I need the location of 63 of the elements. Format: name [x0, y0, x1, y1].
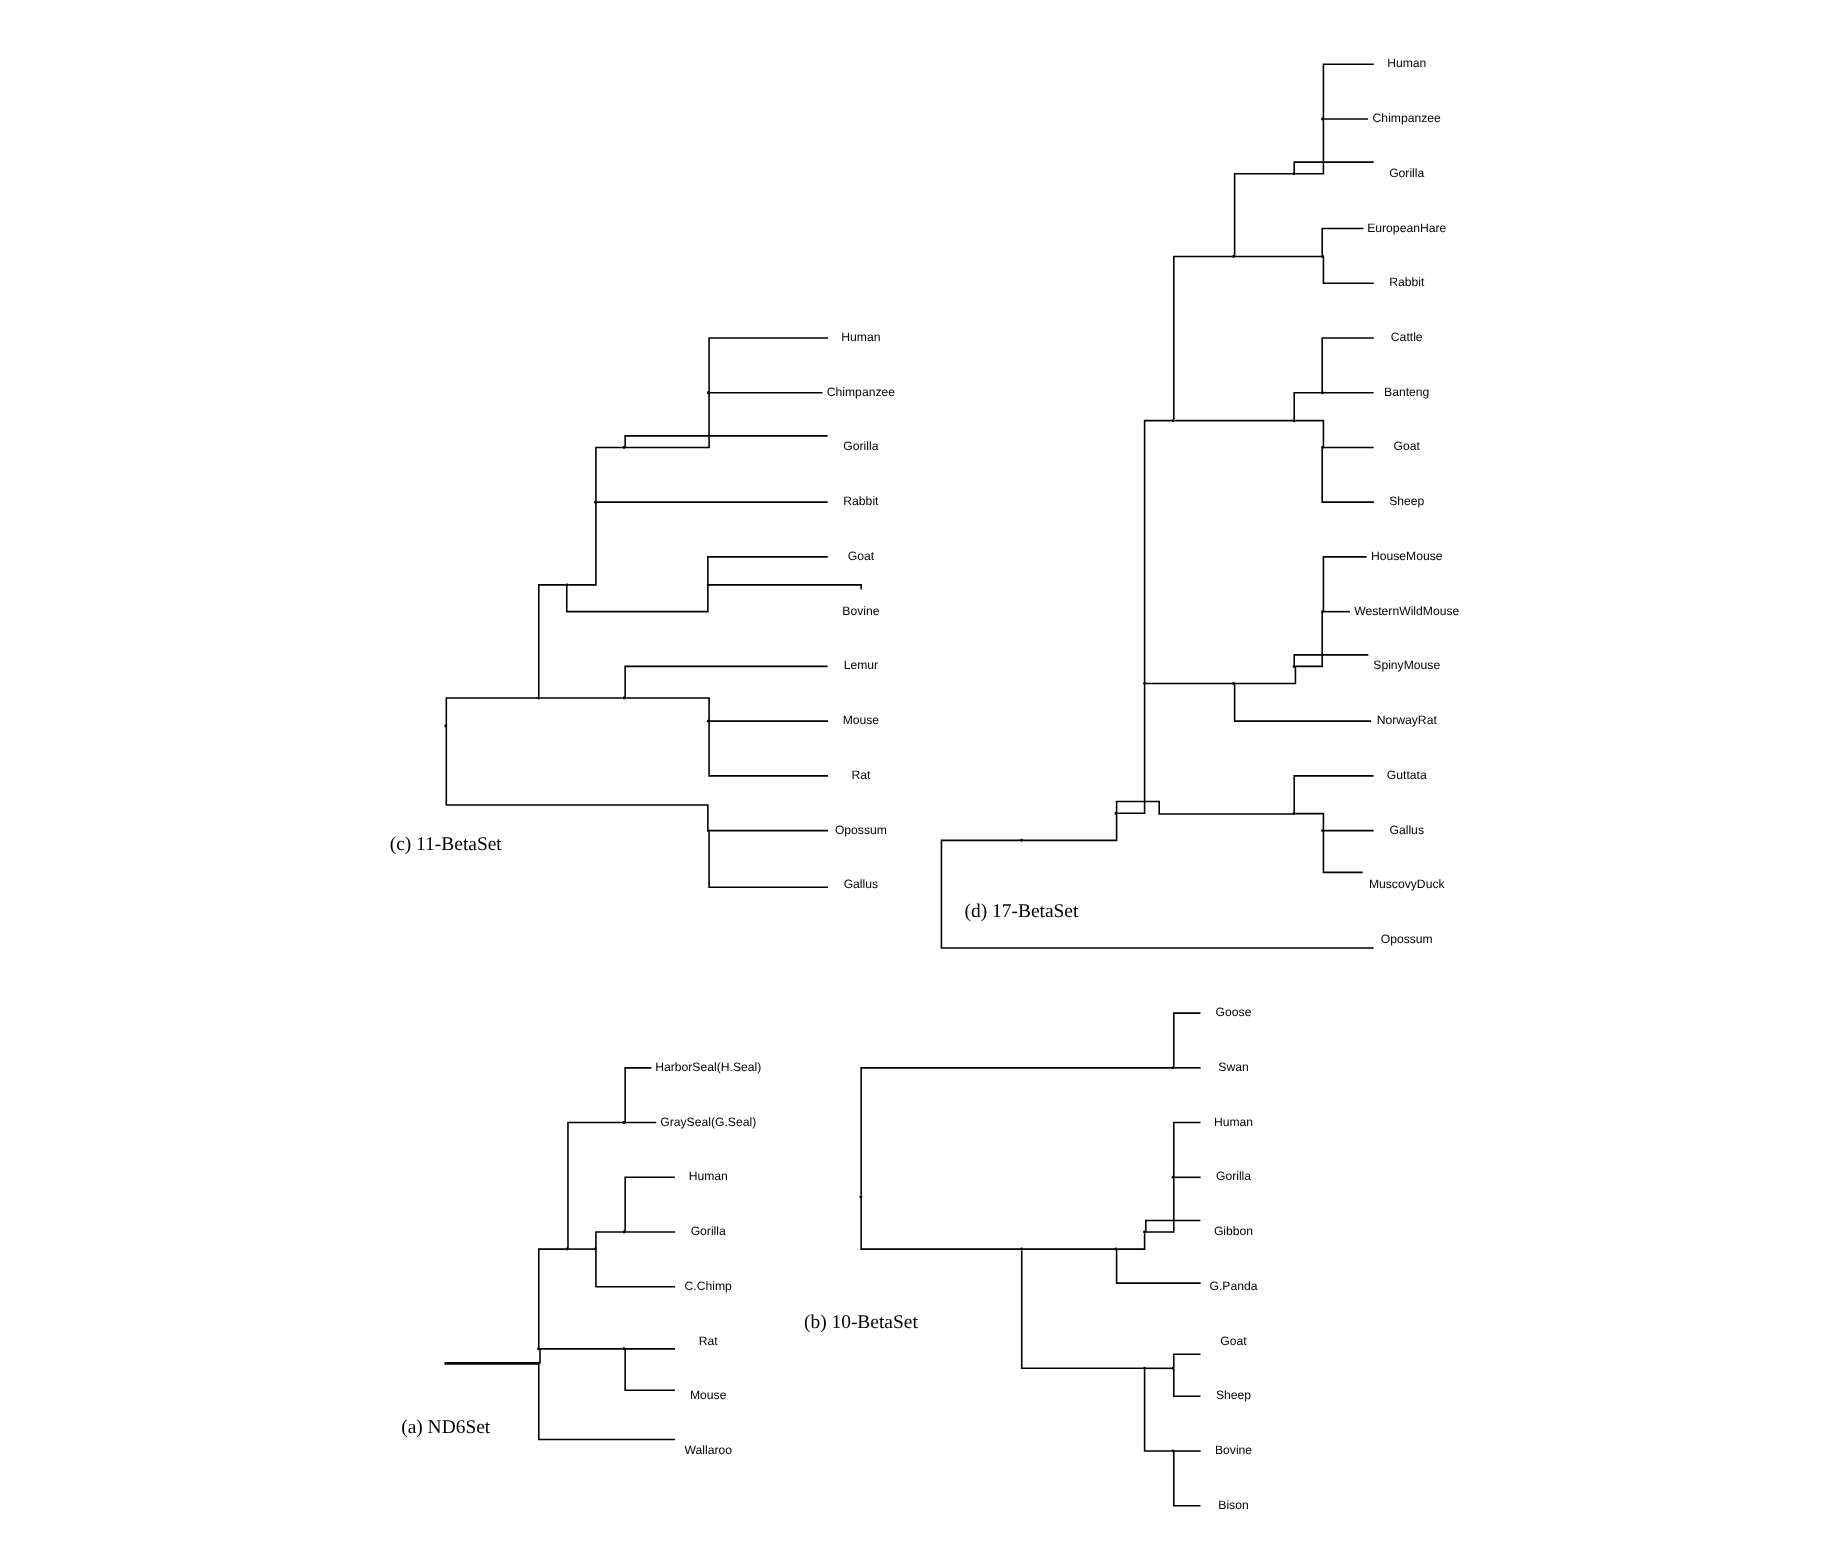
- connector: [1321, 609, 1350, 612]
- node-point: [1019, 1246, 1022, 1250]
- node-point: [1320, 444, 1324, 448]
- node-point: [621, 1120, 625, 1124]
- node-point: [621, 444, 625, 448]
- node-point: [536, 695, 539, 699]
- node-point: [443, 1360, 447, 1364]
- node-point: [1019, 837, 1022, 841]
- connector: [445, 1362, 675, 1440]
- node-point: [705, 718, 709, 722]
- node-point: [705, 582, 709, 586]
- node-point: [621, 1346, 625, 1350]
- connector: [1321, 828, 1374, 831]
- connector: [1232, 681, 1371, 721]
- connector: [859, 1195, 1021, 1249]
- label: (a) ND6Set: [400, 1415, 490, 1438]
- connector: [1143, 681, 1233, 684]
- connector: [1293, 610, 1322, 667]
- node-point: [1113, 811, 1117, 815]
- connector: [1232, 254, 1322, 257]
- connector: [939, 838, 1374, 948]
- node-point: [593, 1246, 596, 1250]
- label: (d) 17-BetaSet: [963, 899, 1078, 922]
- node-point: [621, 1229, 625, 1233]
- node-point: [1170, 1365, 1174, 1369]
- connector: [1320, 336, 1374, 392]
- connector: [1321, 390, 1374, 393]
- node-point: [1231, 253, 1235, 257]
- node-point: [1113, 1246, 1117, 1250]
- node-point: [536, 1346, 539, 1350]
- node-point: [1231, 680, 1235, 684]
- node-point: [1291, 171, 1295, 175]
- node-point: [1170, 1448, 1174, 1452]
- label: (c) 11-BetaSet: [388, 832, 501, 855]
- node-point: [1291, 811, 1295, 815]
- connector: [1232, 664, 1296, 684]
- label: (b) 10-BetaSet: [802, 1310, 917, 1333]
- node-point: [1142, 680, 1146, 684]
- node-point: [1170, 418, 1174, 422]
- node-point: [564, 1246, 568, 1250]
- node-point: [593, 499, 596, 503]
- node-point: [1291, 418, 1295, 422]
- node-point: [858, 1194, 862, 1198]
- node-point: [1291, 663, 1295, 667]
- connector: [594, 500, 828, 502]
- connector: [1321, 828, 1363, 873]
- node-point: [1170, 1065, 1174, 1069]
- connector: [1292, 653, 1369, 666]
- node-point: [1142, 1229, 1146, 1233]
- node-point: [564, 582, 568, 586]
- node-point: [1320, 116, 1324, 120]
- connector: [1320, 226, 1364, 255]
- node-point: [705, 828, 709, 832]
- node-point: [1320, 253, 1324, 257]
- node-point: [621, 695, 625, 699]
- node-point: [705, 390, 709, 394]
- connector: [1292, 390, 1322, 420]
- node-point: [1320, 609, 1324, 613]
- node-point: [1170, 1174, 1174, 1178]
- node-point: [1142, 1365, 1146, 1369]
- connector: [1321, 254, 1374, 283]
- node-point: [1320, 390, 1324, 394]
- connector: [1321, 555, 1367, 612]
